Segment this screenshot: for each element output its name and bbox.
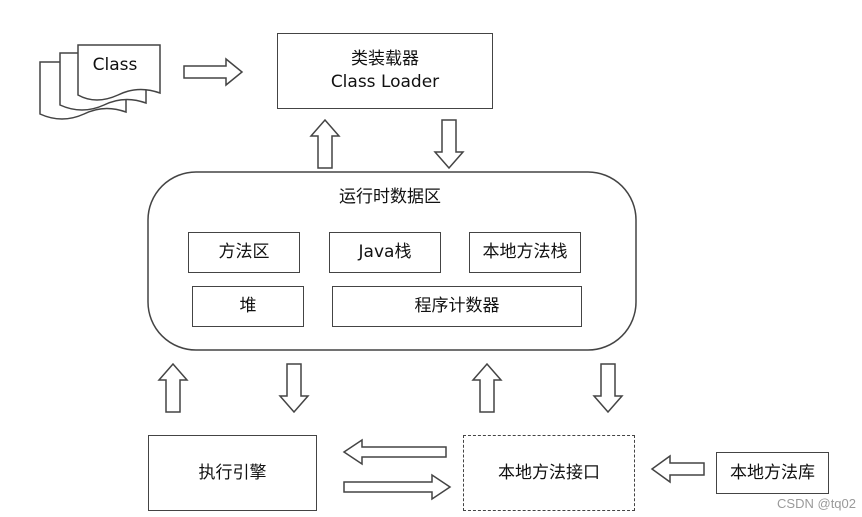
class-loader-box: 类装载器 Class Loader [277,33,493,109]
heap-cell: 堆 [192,286,304,327]
arrow-library-to-interface [650,454,705,484]
arrow-engine-to-runtime [157,362,189,413]
native-method-stack-cell: 本地方法栈 [469,232,581,273]
native-interface-box: 本地方法接口 [463,435,635,511]
watermark-text: CSDN @tq02 [777,496,856,511]
class-file-document-front [77,44,161,101]
arrow-loader-to-runtime [433,119,465,170]
arrow-engine-to-interface [343,473,452,501]
native-library-box: 本地方法库 [716,452,829,494]
arrow-interface-to-engine [342,438,447,466]
arrow-class-to-loader [183,57,244,87]
execution-engine-box: 执行引擎 [148,435,317,511]
arrow-interface-to-runtime [471,362,503,413]
runtime-data-area-title: 运行时数据区 [339,186,441,207]
arrow-runtime-to-engine [278,363,310,414]
arrow-runtime-to-interface [592,363,624,414]
java-stack-cell: Java栈 [329,232,441,273]
class-loader-subtitle: Class Loader [330,72,440,92]
pc-register-cell: 程序计数器 [332,286,582,327]
class-files-label: Class [92,54,138,75]
class-loader-title: 类装载器 [351,49,419,70]
method-area-cell: 方法区 [188,232,300,273]
arrow-runtime-to-loader [309,118,341,169]
